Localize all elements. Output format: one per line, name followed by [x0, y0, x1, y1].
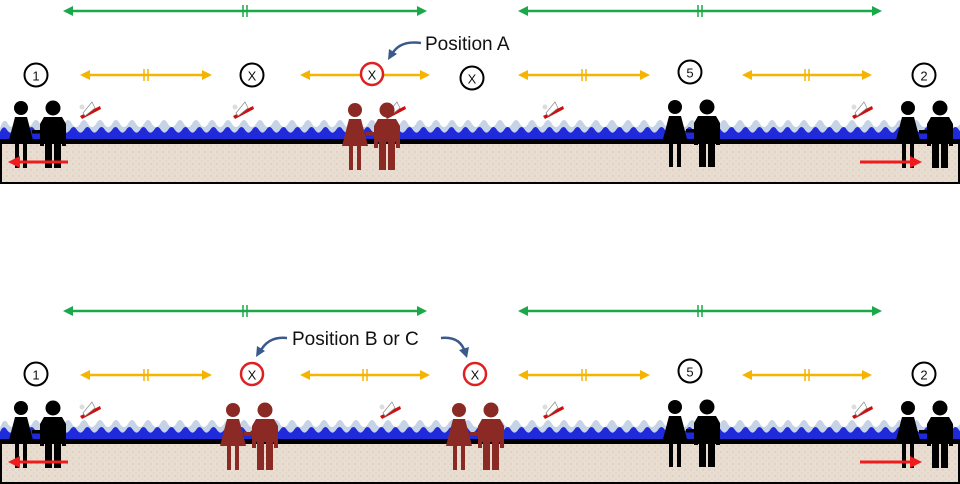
marker-x: X — [459, 65, 485, 91]
boat-icon — [232, 101, 255, 120]
marker-circle — [239, 361, 265, 387]
marker-label: 5 — [686, 66, 693, 81]
green-distance-arrow — [63, 305, 427, 317]
marker-label: X — [368, 68, 377, 83]
holding-hands — [32, 130, 42, 134]
marker-1: 1 — [23, 62, 49, 88]
marker-label: X — [248, 69, 257, 84]
marker-1: 1 — [23, 361, 49, 387]
couple-moving — [342, 102, 400, 170]
boat-icon — [379, 401, 402, 420]
panel-2: 1 X X 5 2 Position B or C — [0, 305, 960, 484]
yellow-distance-arrow — [80, 369, 212, 381]
red-right-arrowhead — [910, 156, 922, 168]
callout-arrowhead — [388, 49, 397, 60]
holding-hands — [470, 432, 480, 436]
water — [0, 127, 960, 142]
red-left-arrowhead — [8, 156, 20, 168]
marker-label: X — [471, 368, 480, 383]
marker-label: 2 — [920, 69, 927, 84]
marker-label: 1 — [32, 368, 39, 383]
marker-label: 5 — [686, 365, 693, 380]
marker-circle — [459, 65, 485, 91]
marker-2: 2 — [911, 62, 937, 88]
holding-hands — [366, 132, 376, 136]
holding-hands — [686, 129, 696, 133]
beach — [0, 120, 960, 184]
callout-arrowhead — [256, 346, 265, 357]
yellow-distance-arrow — [518, 69, 650, 81]
red-right-arrowhead — [910, 456, 922, 468]
callout-arrowhead — [459, 347, 469, 358]
marker-x: X — [239, 361, 265, 387]
marker-circle — [23, 62, 49, 88]
couple-1 — [8, 100, 66, 168]
marker-5: 5 — [677, 59, 703, 85]
marker-label: 1 — [32, 69, 39, 84]
boat-icon — [542, 401, 565, 420]
green-distance-arrow — [518, 5, 882, 17]
yellow-distance-arrow — [300, 369, 430, 381]
holding-hands — [919, 130, 929, 134]
green-distance-arrow — [63, 5, 427, 17]
yellow-distance-arrow — [742, 369, 872, 381]
yellow-distance-arrow — [742, 69, 872, 81]
marker-label: X — [248, 368, 257, 383]
couple-moving — [446, 402, 504, 470]
couple-1 — [8, 400, 66, 468]
boat-icon — [542, 101, 565, 120]
callout-arrow-icon — [258, 336, 288, 353]
marker-circle — [677, 59, 703, 85]
couple-2 — [895, 400, 953, 468]
couple-moving — [220, 402, 278, 470]
sand — [0, 142, 960, 184]
marker-x: X — [359, 61, 385, 87]
holding-hands — [32, 430, 42, 434]
boat-icon — [851, 101, 874, 120]
couple-5 — [662, 399, 720, 467]
boat-icon — [79, 101, 102, 120]
marker-circle — [359, 61, 385, 87]
holding-hands — [686, 429, 696, 433]
marker-circle — [911, 361, 937, 387]
marker-x: X — [239, 62, 265, 88]
callout-arrow-icon — [390, 41, 422, 55]
sand — [0, 442, 960, 484]
holding-hands — [244, 432, 254, 436]
marker-2: 2 — [911, 361, 937, 387]
holding-hands — [919, 430, 929, 434]
marker-circle — [239, 62, 265, 88]
couple-5 — [662, 99, 720, 167]
red-left-arrowhead — [8, 456, 20, 468]
marker-circle — [462, 361, 488, 387]
marker-label: 2 — [920, 368, 927, 383]
boat-icon — [851, 401, 874, 420]
green-distance-arrow — [518, 305, 882, 317]
marker-x: X — [462, 361, 488, 387]
callout-label: Position B or C — [292, 329, 419, 350]
shoreline — [0, 139, 960, 143]
marker-circle — [677, 358, 703, 384]
marker-label: X — [468, 72, 477, 87]
couple-2 — [895, 100, 953, 168]
marker-circle — [23, 361, 49, 387]
boat-icon — [79, 401, 102, 420]
callout-label: Position A — [425, 34, 510, 55]
marker-5: 5 — [677, 358, 703, 384]
marker-circle — [911, 62, 937, 88]
yellow-distance-arrow — [518, 369, 650, 381]
panel-1: 1 X X X 5 2 Position A — [0, 5, 960, 184]
yellow-distance-arrow — [80, 69, 212, 81]
